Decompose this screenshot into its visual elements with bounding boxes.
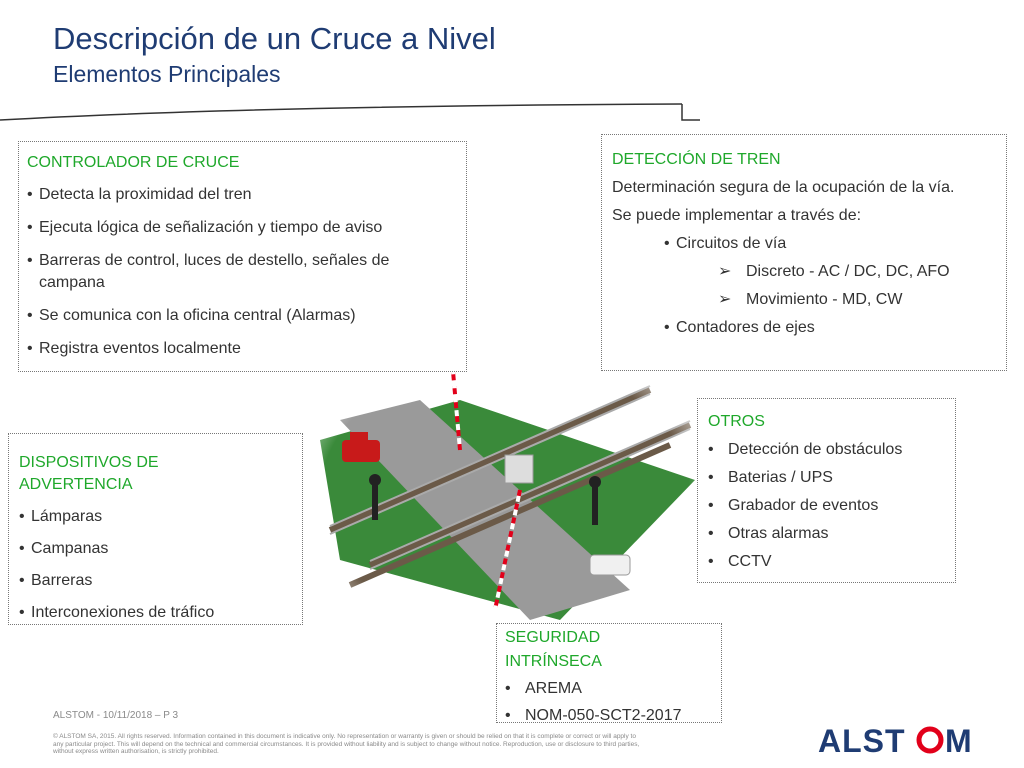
- deteccion-box: DETECCIÓN DE TREN Determinación segura d…: [601, 134, 1007, 371]
- controlador-title: CONTROLADOR DE CRUCE: [27, 154, 240, 171]
- list-item: •Registra eventos localmente: [27, 340, 241, 357]
- arrow-bullet-icon: ➢: [718, 263, 732, 280]
- list-item: •AREMA: [505, 680, 582, 697]
- list-item: •Barreras: [19, 572, 93, 589]
- deteccion-title: DETECCIÓN DE TREN: [612, 151, 781, 168]
- otros-box: OTROS •Detección de obstáculos •Baterias…: [697, 398, 956, 583]
- arrow-bullet-icon: ➢: [718, 291, 732, 308]
- list-item: •NOM-050-SCT2-2017: [505, 707, 682, 724]
- legal-disclaimer: © ALSTOM SA, 2015. All rights reserved. …: [53, 733, 640, 755]
- list-item: •CCTV: [708, 553, 772, 570]
- slide-subtitle: Elementos Principales: [53, 61, 281, 87]
- list-item: ➢Discreto - AC / DC, DC, AFO: [612, 261, 996, 283]
- slide-info: ALSTOM - 10/11/2018 – P 3: [53, 710, 179, 721]
- alstom-logo: ALST M: [818, 723, 972, 759]
- list-item: •Baterias / UPS: [708, 469, 833, 486]
- level-crossing-illustration: [300, 330, 710, 630]
- list-item: •Contadores de ejes: [664, 319, 815, 336]
- dispositivos-box: DISPOSITIVOS DE ADVERTENCIA •Lámparas •C…: [8, 433, 303, 625]
- list-item: •Se comunica con la oficina central (Ala…: [27, 307, 356, 324]
- list-item: •Campanas: [19, 540, 109, 557]
- list-item: •Otras alarmas: [708, 525, 829, 542]
- list-item: •Detección de obstáculos: [708, 441, 903, 458]
- deteccion-paragraph: Se puede implementar a través de:: [612, 207, 862, 224]
- controlador-box: CONTROLADOR DE CRUCE •Detecta la proximi…: [18, 141, 467, 372]
- list-item: ➢Movimiento - MD, CW: [612, 289, 996, 311]
- list-item: •Barreras de control, luces de destello,…: [27, 252, 390, 291]
- otros-title: OTROS: [708, 413, 765, 430]
- svg-text:ALST: ALST: [818, 723, 906, 759]
- list-item: •Ejecuta lógica de señalización y tiempo…: [27, 219, 383, 236]
- seguridad-box: SEGURIDAD INTRÍNSECA •AREMA •NOM-050-SCT…: [496, 623, 722, 724]
- seguridad-title: SEGURIDAD INTRÍNSECA: [505, 629, 602, 670]
- list-item: •Circuitos de vía: [664, 235, 787, 252]
- header-divider: [0, 103, 700, 121]
- list-item: •Lámparas: [19, 508, 103, 525]
- list-item: •Detecta la proximidad del tren: [27, 186, 252, 203]
- deteccion-paragraph: Determinación segura de la ocupación de …: [612, 179, 955, 196]
- svg-text:M: M: [945, 723, 972, 759]
- list-item: •Interconexiones de tráfico: [19, 604, 215, 621]
- slide-title: Descripción de un Cruce a Nivel: [53, 21, 496, 56]
- dispositivos-title: DISPOSITIVOS DE ADVERTENCIA: [19, 454, 159, 493]
- list-item: •Grabador de eventos: [708, 497, 879, 514]
